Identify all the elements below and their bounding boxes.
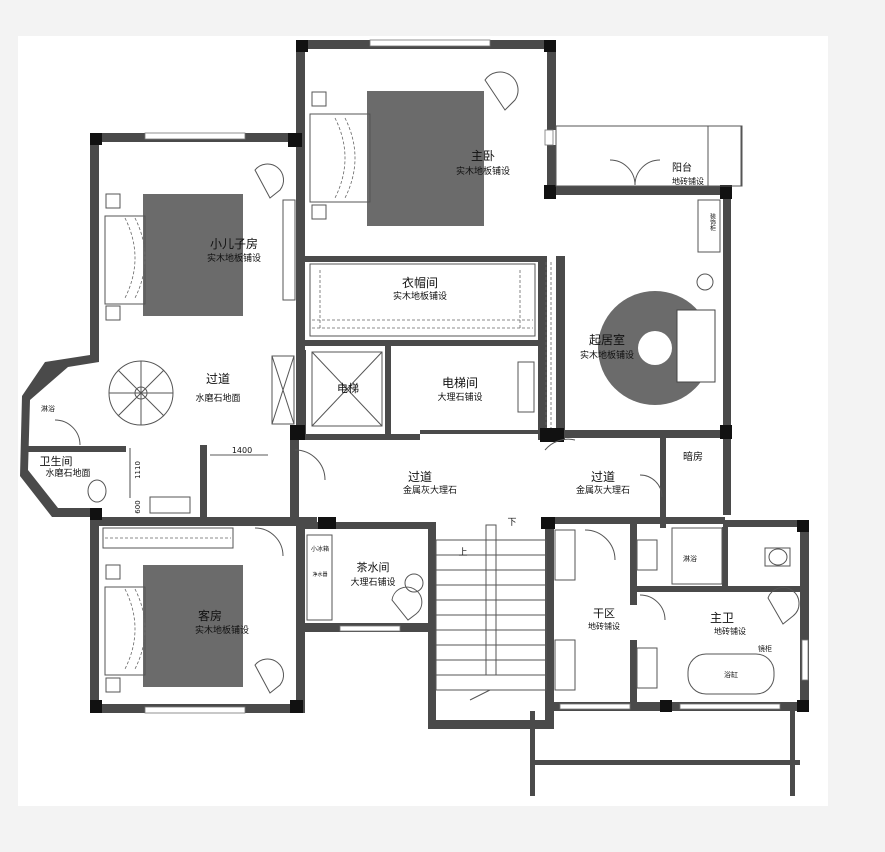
- columns: [90, 40, 809, 713]
- corridor-east-floor: 金属灰大理石: [576, 484, 630, 496]
- small-fridge-label: 小冰箱: [311, 545, 329, 553]
- corridor-center-floor: 金属灰大理石: [403, 484, 457, 496]
- bathroom-floor: 水磨石地面: [45, 467, 90, 479]
- fixtures: [54, 71, 800, 701]
- corridor-east-name: 过道: [591, 470, 615, 484]
- closet-name: 衣帽间: [402, 275, 438, 290]
- guest-room-floor: 实木地板铺设: [195, 624, 249, 636]
- bathtub-label: 浴缸: [724, 670, 738, 679]
- water-heater-label: 净水器: [312, 571, 327, 578]
- guest-bed: [143, 565, 243, 687]
- tea-room-floor: 大理石铺设: [350, 576, 395, 588]
- balcony-name: 阳台: [672, 161, 692, 174]
- stair-down-label: 下: [507, 518, 516, 528]
- elevator-label: 电梯: [337, 382, 359, 395]
- windows: [144, 39, 809, 714]
- dry-area-name: 干区: [593, 607, 615, 620]
- living-room-name: 起居室: [589, 332, 625, 347]
- shower-west-label: 淋浴: [41, 404, 55, 413]
- master-bath-floor: 地砖铺设: [714, 626, 746, 636]
- master-bed: [367, 91, 484, 226]
- tea-room-name: 茶水间: [357, 561, 390, 574]
- mirror-label: 镜柜: [758, 644, 772, 653]
- kids-bed: [143, 194, 243, 316]
- dim-1400: 1400: [232, 446, 252, 455]
- master-bedroom-floor: 实木地板铺设: [456, 165, 510, 177]
- shower-east-label: 淋浴: [683, 554, 697, 563]
- corridor-west-floor: 水磨石地面: [195, 392, 240, 404]
- kids-room-name: 小儿子房: [210, 236, 258, 251]
- decor-cabinet-label: 装饰柜: [709, 212, 716, 232]
- dry-area-floor: 地砖铺设: [588, 621, 620, 631]
- dim-1110: 1110: [134, 461, 142, 479]
- elevator-hall-floor: 大理石铺设: [437, 391, 482, 403]
- room-labels: 主卧 实木地板铺设 衣帽间 实木地板铺设 阳台 地砖铺设 装饰柜 小儿子房 实木…: [40, 149, 773, 679]
- closet-floor: 实木地板铺设: [393, 290, 447, 302]
- elevator-hall-name: 电梯间: [442, 376, 478, 390]
- corridor-west-name: 过道: [206, 372, 230, 386]
- corridor-center-name: 过道: [408, 470, 432, 484]
- living-room-floor: 实木地板铺设: [580, 349, 634, 361]
- master-bath-name: 主卫: [710, 611, 734, 625]
- dim-600: 600: [134, 500, 142, 513]
- kids-room-floor: 实木地板铺设: [207, 252, 261, 264]
- guest-room-name: 客房: [198, 608, 222, 623]
- furniture-dark: [143, 91, 716, 687]
- stair-up-label: 上: [458, 547, 467, 558]
- darkroom-label: 暗房: [683, 450, 703, 463]
- balcony-floor: 地砖铺设: [672, 176, 704, 186]
- bathroom-name: 卫生间: [40, 454, 73, 468]
- master-bedroom-name: 主卧: [471, 149, 495, 163]
